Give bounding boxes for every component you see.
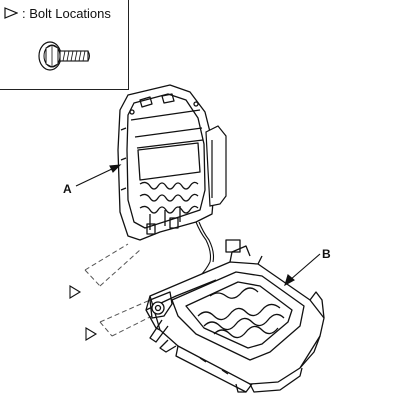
bolt-location-triangle-icon <box>4 7 18 19</box>
bolt-leader-lines <box>84 243 161 337</box>
bolt-location-triangle-icon <box>85 327 98 341</box>
bolt-icon <box>38 41 90 71</box>
legend-label: : Bolt Locations <box>22 6 111 21</box>
seat-cushion-frame <box>145 239 325 393</box>
callout-arrow-a <box>75 164 122 187</box>
seat-back-frame <box>117 84 215 241</box>
callout-label-seat-back: A <box>63 182 72 196</box>
callout-label-seat-cushion: B <box>322 247 331 261</box>
bolt-location-markers <box>69 285 98 341</box>
legend-box: : Bolt Locations <box>0 0 129 90</box>
bolt-location-triangle-icon <box>69 285 82 299</box>
callout-arrow-b <box>284 253 321 287</box>
seat-back-side-pad <box>205 125 227 207</box>
